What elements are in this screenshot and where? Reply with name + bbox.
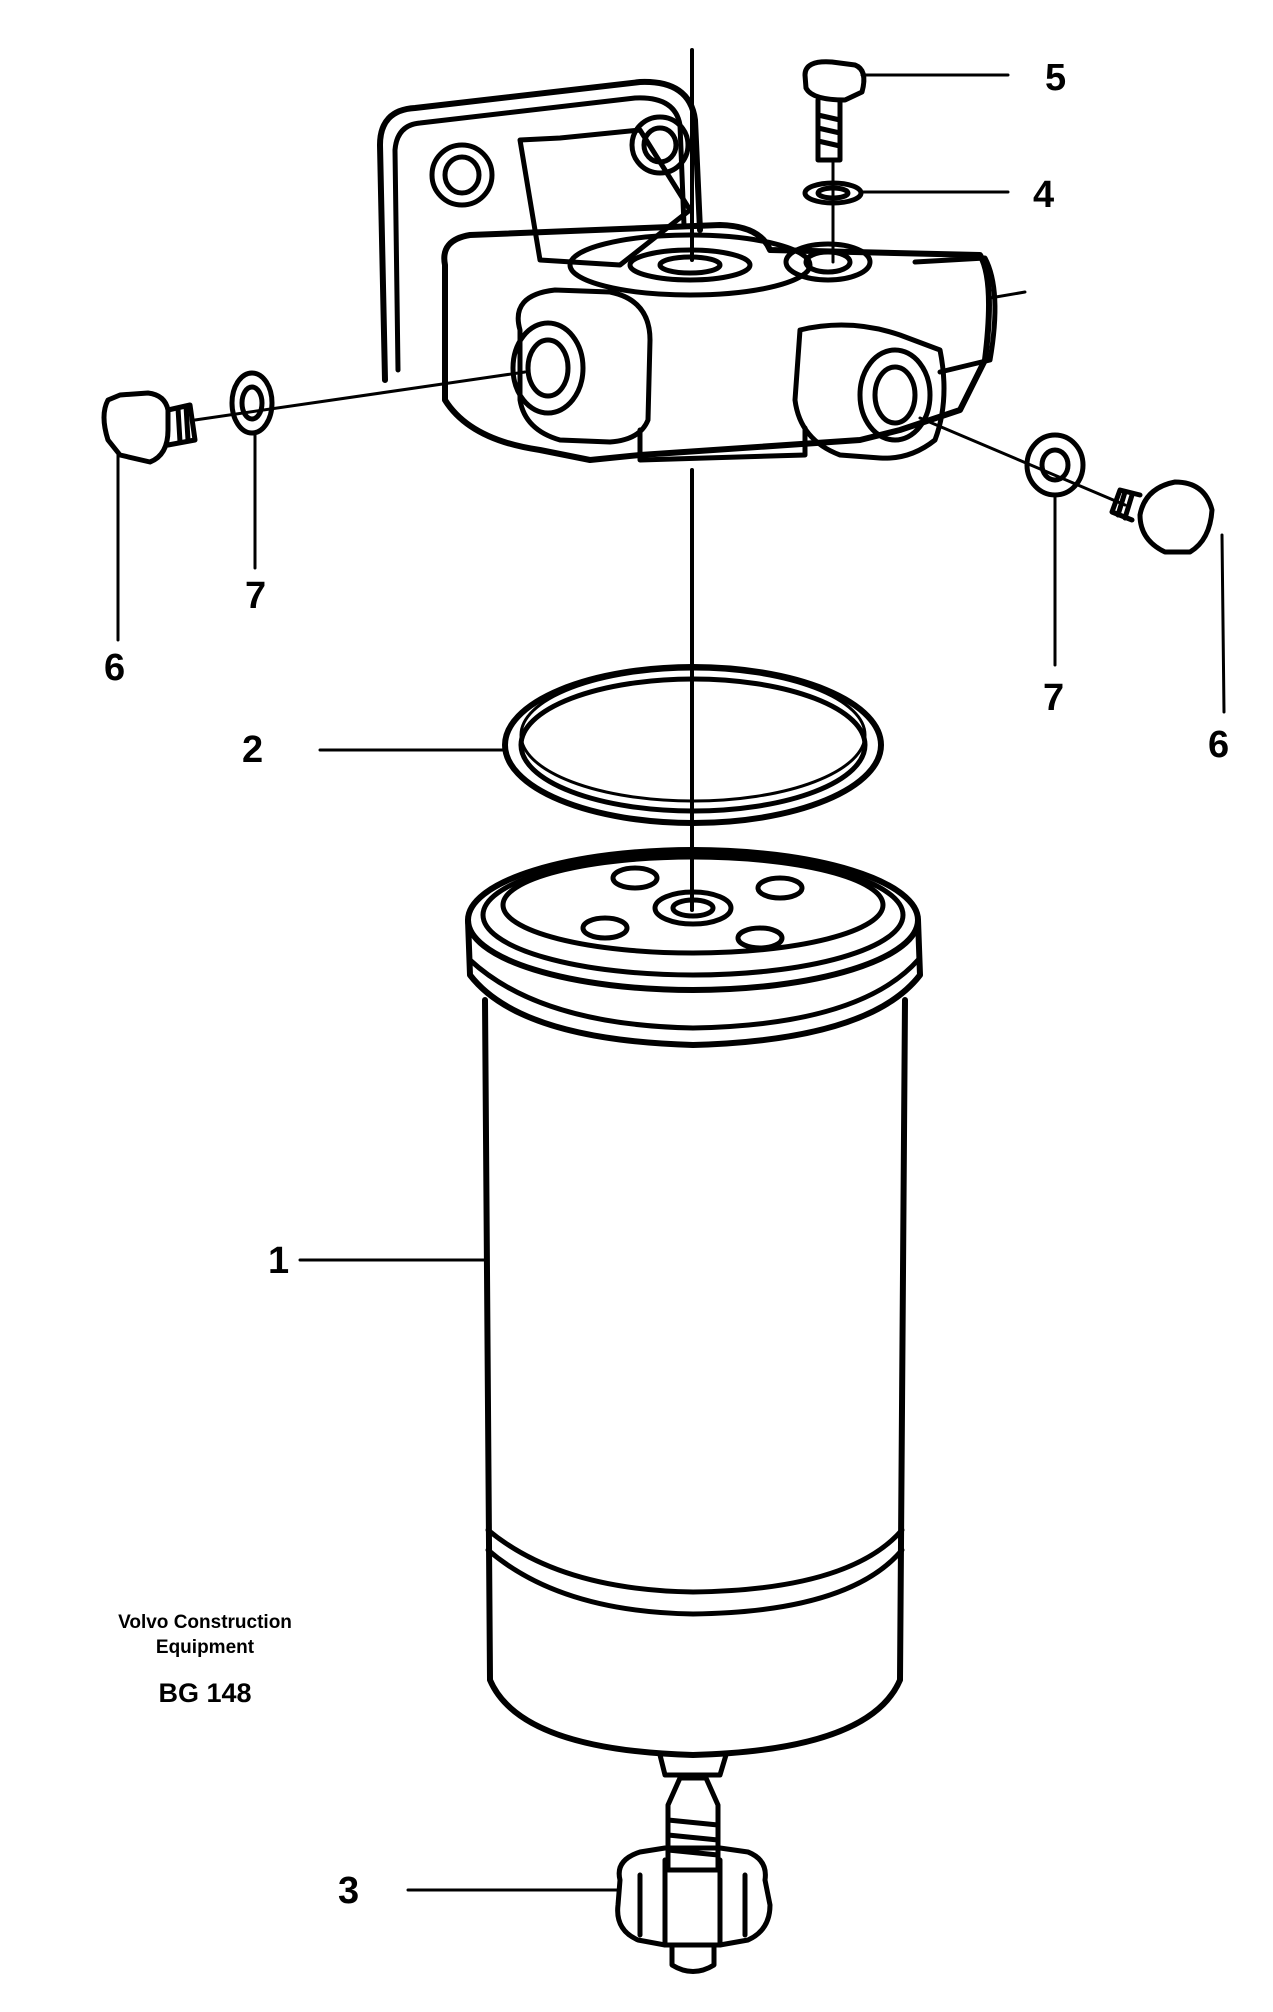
callout-6-left: 6 xyxy=(104,647,125,689)
sealing-ring xyxy=(502,664,884,826)
callout-2: 2 xyxy=(242,729,263,771)
company-name-line1: Volvo Construction xyxy=(118,1612,292,1633)
bleed-screw xyxy=(802,59,867,163)
hollow-bolt-left xyxy=(101,390,198,465)
leader-lines xyxy=(116,73,1226,1892)
company-name-line2: Equipment xyxy=(155,1637,255,1658)
callout-7-left: 7 xyxy=(245,575,266,617)
callout-4: 4 xyxy=(1033,174,1054,216)
drawing-caption: Volvo Construction Equipment BG 148 xyxy=(90,1610,320,1709)
drawing-code: BG 148 xyxy=(158,1678,252,1708)
filter-cartridge xyxy=(465,847,923,1758)
callout-3: 3 xyxy=(338,1870,359,1912)
callout-numbers: 5 4 7 6 7 6 2 1 3 xyxy=(104,57,1229,1912)
leader-line-head xyxy=(988,290,1027,300)
callout-7-right: 7 xyxy=(1043,677,1064,719)
sealing-washer-right xyxy=(1024,432,1086,498)
sealing-washer-left xyxy=(229,370,275,436)
leader-line-6-right xyxy=(1220,533,1226,714)
hollow-bolt-right xyxy=(1109,479,1215,555)
callout-1: 1 xyxy=(268,1240,289,1282)
filter-head-bracket xyxy=(377,78,998,463)
callout-5: 5 xyxy=(1045,57,1066,99)
drain-plug xyxy=(615,1752,773,1974)
callout-6-right: 6 xyxy=(1208,724,1229,766)
